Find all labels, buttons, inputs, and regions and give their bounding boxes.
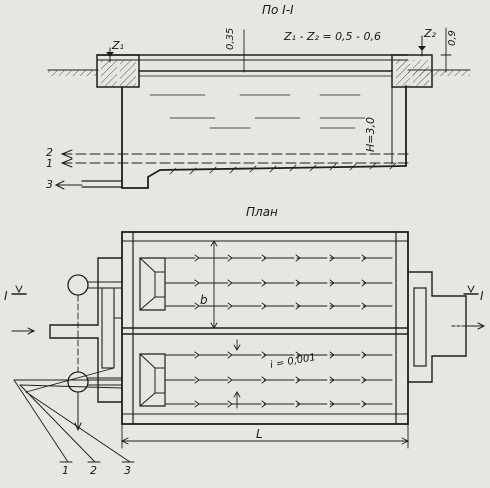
inlet-hopper-lower bbox=[139, 353, 166, 407]
pipe-3-label: 3 bbox=[46, 178, 53, 191]
callout-3: 3 bbox=[124, 464, 131, 477]
tank-bottom bbox=[121, 165, 407, 189]
inlet-well-lower bbox=[67, 371, 89, 393]
inlet-channel-plan bbox=[49, 257, 123, 403]
section-mark-right: I bbox=[480, 289, 484, 303]
callout-2: 2 bbox=[90, 464, 97, 477]
water-body-dashes bbox=[149, 94, 366, 129]
inlet-well-upper bbox=[67, 274, 89, 296]
z1-label: Z₁ bbox=[112, 39, 124, 52]
length-l-label: L bbox=[256, 427, 263, 441]
callout-leaders bbox=[13, 367, 135, 463]
pipe-2-label: 2 bbox=[46, 146, 53, 159]
flow-lines-lower bbox=[164, 354, 393, 405]
section-mark-left: I bbox=[4, 289, 8, 303]
plan-view bbox=[11, 231, 486, 463]
ground-left bbox=[47, 69, 99, 76]
flow-arrows bbox=[194, 254, 367, 408]
section-view bbox=[47, 27, 471, 190]
z2-label: Z₂ bbox=[424, 27, 436, 40]
z-relation-label: Z₁ - Z₂ = 0,5 - 0,6 bbox=[284, 30, 382, 43]
inlet-hopper-upper bbox=[139, 257, 166, 311]
dim-09-label: 0,9 bbox=[447, 30, 458, 46]
width-b-label: b bbox=[200, 293, 208, 307]
depth-label: H=3,0 bbox=[364, 117, 377, 152]
pipe-1-label: 1 bbox=[46, 157, 53, 170]
flow-lines-upper bbox=[164, 257, 393, 307]
plan-title: План bbox=[246, 205, 278, 219]
callout-1: 1 bbox=[62, 464, 69, 477]
bottom-hatch bbox=[169, 162, 397, 175]
dim-035-label: 0,35 bbox=[225, 27, 236, 50]
section-title: По I-I bbox=[262, 3, 294, 17]
